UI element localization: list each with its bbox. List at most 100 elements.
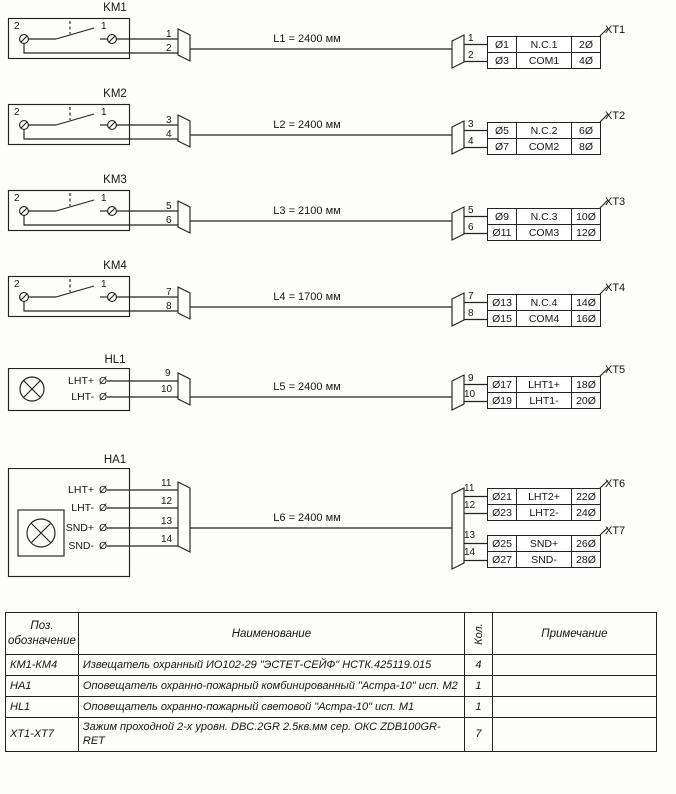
terminal-block-xt1: Ø1 N.C.1 2Ø Ø3 COM1 4Ø (487, 36, 601, 69)
terminal-cell: 20Ø (571, 392, 601, 409)
terminal-cell: COM2 (516, 138, 572, 155)
terminal-block-xt3: Ø9 N.C.3 10Ø Ø11 COM3 12Ø (487, 208, 601, 241)
terminal-cell: 10Ø (571, 208, 601, 225)
bom-qty-cell: 4 (463, 654, 493, 676)
terminal-icon: Ø (99, 484, 108, 496)
terminal-icon: Ø (99, 540, 108, 552)
bom-header-qty: Кол. (463, 612, 493, 655)
wire-number: 7 (166, 287, 172, 298)
terminal-cell: Ø9 (487, 208, 517, 225)
terminal-cell: SND+ (516, 535, 572, 552)
wire-number: 1 (468, 33, 474, 44)
terminal-cell: 24Ø (571, 504, 601, 521)
terminal-cell: 4Ø (571, 52, 601, 69)
terminal-cell: Ø1 (487, 36, 517, 53)
bom-row: HL1 Оповещатель охранно-пожарный светово… (5, 696, 657, 718)
wire-number: 10 (464, 389, 476, 400)
device-pin-label: LHT- (71, 391, 94, 403)
contact-terminal-number: 2 (14, 193, 20, 204)
terminal-cell: Ø17 (487, 376, 517, 393)
device-pin-label: SND- (68, 540, 94, 552)
device-label: HL1 (104, 354, 126, 366)
device-label: HA1 (103, 454, 127, 466)
circuit-row-km3: KM3 2 1 5 6 L3 = 2100 мм 5 6 XT3 Ø9 N.C (0, 174, 676, 248)
terminal-cell: 16Ø (571, 310, 601, 327)
lamp-symbol (19, 376, 45, 402)
terminal-cell: LHT2+ (516, 488, 572, 505)
bom-row: КМ1-КМ4 Извещатель охранный ИО102-29 "ЭС… (5, 654, 657, 676)
terminal-cell: Ø21 (487, 488, 517, 505)
terminal-cell: COM3 (516, 224, 572, 241)
terminal-cell: SND- (516, 551, 572, 568)
cable-length-label: L2 = 2400 мм (273, 119, 341, 131)
device-label: KM1 (103, 2, 127, 14)
circuit-row-km1: KM1 2 1 1 2 L1 = 2400 мм 1 2 XT1 Ø1 N.C (0, 2, 676, 76)
terminal-cell: 12Ø (571, 224, 601, 241)
wire-number: 11 (464, 483, 475, 494)
wire-number: 3 (468, 119, 474, 130)
bom-name-cell: Оповещатель охранно-пожарный световой "А… (77, 696, 465, 718)
terminal-cell: 28Ø (571, 551, 601, 568)
terminal-cell: Ø5 (487, 122, 517, 139)
terminal-cell: Ø7 (487, 138, 517, 155)
bom-header-name: Наименование (77, 612, 465, 655)
wire-number: 8 (468, 308, 474, 319)
wire-number: 12 (464, 500, 476, 511)
terminal-block-xt5: Ø17 LHT1+ 18Ø Ø19 LHT1- 20Ø (487, 376, 601, 409)
contact-terminal-number: 1 (101, 107, 107, 118)
bom-name-cell: Оповещатель охранно-пожарный комбинирова… (77, 675, 465, 697)
wire-number: 12 (161, 496, 173, 507)
terminal-cell: Ø27 (487, 551, 517, 568)
circuit-row-hl1: HL1 LHT+ Ø LHT- Ø 9 10 L5 = 2400 мм 9 10… (0, 354, 676, 418)
terminal-icon: Ø (99, 522, 108, 534)
terminal-cell: N.C.3 (516, 208, 572, 225)
terminal-cell: Ø25 (487, 535, 517, 552)
wire-number: 13 (161, 516, 173, 527)
wire-number: 1 (166, 29, 172, 40)
bom-note-cell (491, 675, 657, 697)
terminal-cell: 18Ø (571, 376, 601, 393)
bom-name-cell: Извещатель охранный ИО102-29 "ЭСТЕТ-СЕЙФ… (77, 654, 465, 676)
cable-gland (451, 206, 465, 241)
device-label: KM3 (103, 174, 127, 186)
cable-gland (451, 487, 465, 570)
device-pin-label: LHT+ (68, 375, 94, 387)
cable-length-label: L5 = 2400 мм (273, 381, 341, 393)
terminal-cell: Ø11 (487, 224, 517, 241)
wire-number: 2 (166, 43, 172, 54)
terminal-cell: COM1 (516, 52, 572, 69)
bom-table: Поз. обозначение Наименование Кол. Приме… (5, 612, 657, 752)
wire-number: 8 (166, 301, 172, 312)
cable-gland (177, 481, 191, 553)
terminal-block-xt7: Ø25 SND+ 26Ø Ø27 SND- 28Ø (487, 535, 601, 568)
cable-gland (177, 200, 191, 234)
terminal-cell: 2Ø (571, 36, 601, 53)
ha1-wiring-graphics (7, 468, 609, 578)
contact-terminal-number: 1 (101, 279, 107, 290)
device-label: KM2 (103, 88, 127, 100)
terminal-block-label: XT4 (605, 282, 626, 294)
contact-terminal-number: 1 (101, 21, 107, 32)
cable-gland (451, 34, 465, 69)
bom-note-cell (491, 654, 657, 676)
wire-number: 5 (166, 201, 172, 212)
cable-length-label: L6 = 2400 мм (273, 512, 341, 524)
contact-terminal-number: 2 (14, 21, 20, 32)
terminal-icon: Ø (99, 502, 108, 514)
terminal-cell: N.C.4 (516, 294, 572, 311)
device-box (7, 468, 131, 578)
wire-number: 11 (161, 478, 172, 489)
wire-number: 13 (464, 530, 476, 541)
bom-row: ХТ1-ХТ7 Зажим проходной 2-х уровн. DBC.2… (5, 717, 657, 752)
cable-length-label: L3 = 2100 мм (273, 205, 341, 217)
terminal-cell: N.C.2 (516, 122, 572, 139)
terminal-cell: 22Ø (571, 488, 601, 505)
cable-gland (451, 120, 465, 155)
wire-number: 4 (166, 129, 172, 140)
km4-wiring-graphics (7, 275, 609, 327)
bom-pos-cell: КМ1-КМ4 (5, 654, 79, 676)
terminal-cell: 6Ø (571, 122, 601, 139)
contact-terminal-number: 1 (101, 193, 107, 204)
wire-number: 3 (166, 115, 172, 126)
bom-header-pos: Поз. обозначение (5, 612, 79, 655)
